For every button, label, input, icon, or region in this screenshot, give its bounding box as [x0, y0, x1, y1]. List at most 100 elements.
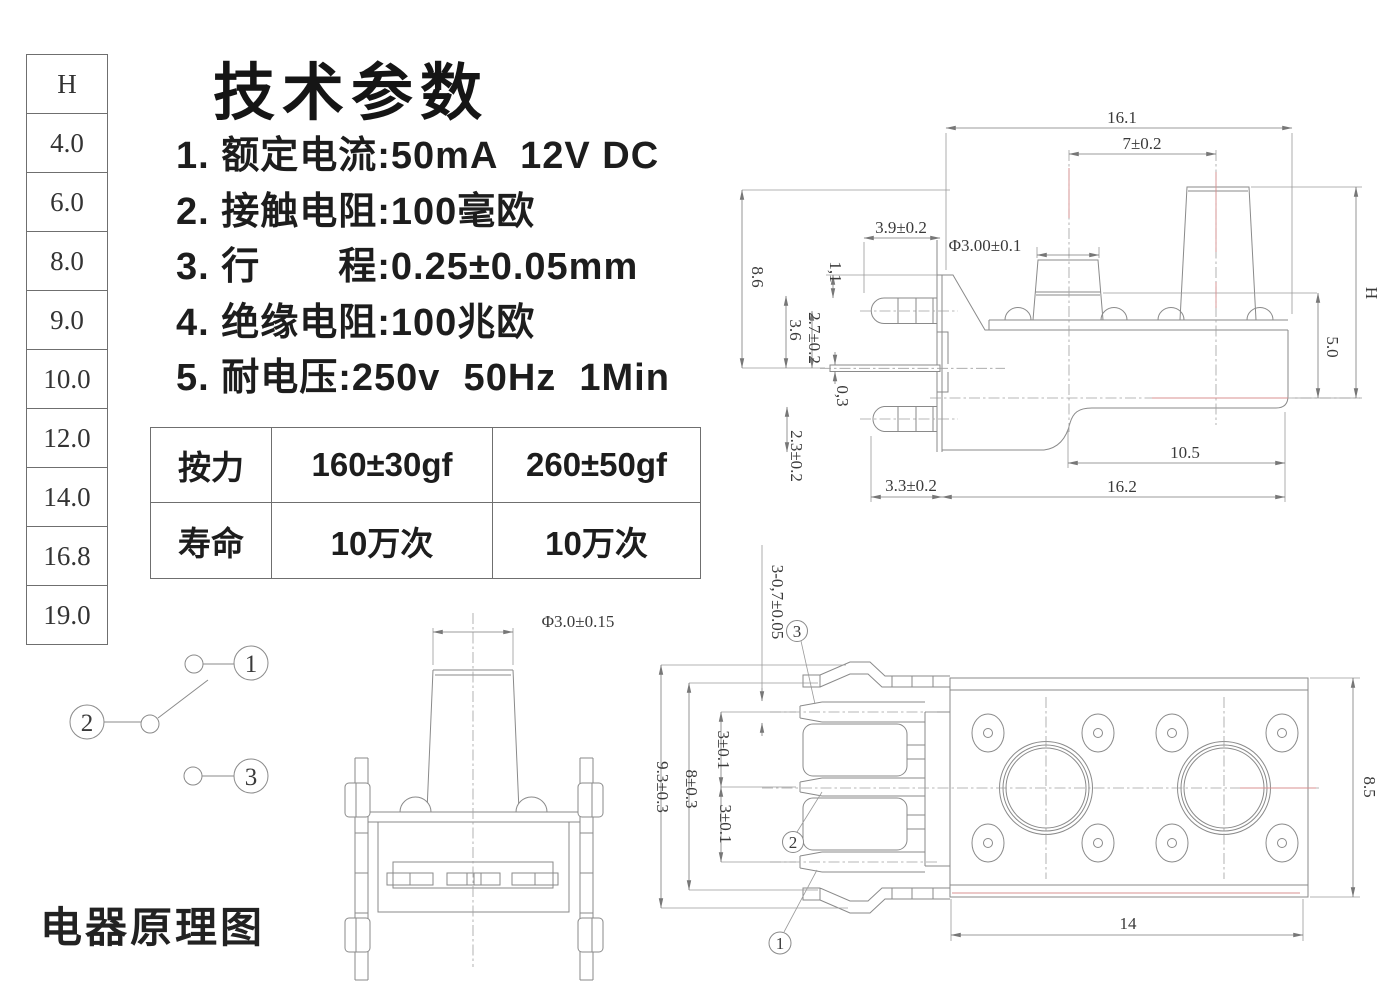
- terminal-circle-1: [233, 645, 269, 681]
- bottom-base: [949, 677, 1309, 898]
- terminal-balloons: 3 2 1: [768, 620, 823, 955]
- dim-text-8-5: 8.5: [1360, 776, 1379, 797]
- schematic-caption: 电器原理图: [40, 906, 266, 952]
- force-value-1: 160±30gf: [272, 428, 493, 503]
- dim-text-0-3: 0,3: [833, 385, 852, 406]
- bottom-corner-holes: [971, 713, 1299, 863]
- h-table-row: 8.0: [27, 232, 107, 291]
- balloon-2: [782, 831, 804, 853]
- dim-text-H: H: [1362, 287, 1381, 299]
- bottom-witness-lines: [661, 545, 1360, 941]
- bottom-slot-lower: [802, 797, 908, 851]
- dim-text-dia3: Φ3.00±0.1: [949, 236, 1022, 255]
- dim-text-9-3: 9.3±0.3: [653, 761, 672, 813]
- dim-text-3-3: 3.3±0.2: [885, 476, 937, 495]
- dim-text-3-9: 3.9±0.2: [875, 218, 927, 237]
- spec-item-2: 2. 接触电阻:100毫欧: [176, 190, 536, 233]
- dim-text-2-3: 2.3±0.2: [787, 430, 806, 482]
- side-bracket: [936, 240, 943, 452]
- front-dome-left: [399, 796, 432, 813]
- height-options-table: H 4.0 6.0 8.0 9.0 10.0 12.0 14.0 16.8 19…: [26, 54, 108, 645]
- balloon-2-label: 2: [789, 833, 798, 852]
- terminal-1-label: 1: [245, 651, 258, 678]
- front-bracket-left: [354, 757, 369, 981]
- schematic-wires: [104, 663, 234, 777]
- page-title: 技术参数: [213, 59, 490, 128]
- side-small-boss: [1032, 259, 1104, 321]
- front-body: [377, 822, 570, 913]
- front-bracket-right: [579, 757, 594, 981]
- side-centerline-accents: [1068, 168, 1288, 399]
- spec-list: 1. 额定电流:50mA 12V DC 2. 接触电阻:100毫欧 3. 行 程…: [176, 124, 776, 402]
- front-contact-details: [386, 872, 559, 886]
- h-table-row: 16.8: [27, 527, 107, 586]
- force-label: 按力: [151, 428, 272, 503]
- spec-item-3: 3. 行 程:0.25±0.05mm: [176, 246, 639, 288]
- front-tab-dividers: [355, 783, 593, 952]
- dim-text-10-5: 10.5: [1170, 443, 1200, 462]
- h-table-header: H: [27, 55, 107, 114]
- life-label: 寿命: [151, 503, 272, 578]
- life-value-1: 10万次: [272, 503, 493, 578]
- dim-text-0-7: 3-0,7±0.05: [768, 565, 787, 640]
- dim-text-16-1: 16.1: [1107, 108, 1137, 127]
- front-view-drawing: Φ3.0±0.15: [344, 612, 615, 981]
- front-tab: [344, 917, 371, 953]
- dim-text-8-6: 8.6: [748, 266, 767, 287]
- force-life-table: 按力 160±30gf 260±50gf 寿命 10万次 10万次: [150, 427, 701, 579]
- spec-item-4: 4. 绝缘电阻:100兆欧: [176, 301, 536, 344]
- side-centerlines: [820, 150, 1360, 432]
- front-stem: [426, 669, 520, 812]
- bottom-prong-middle: [799, 777, 925, 797]
- dim-text-dia3-front: Φ3.0±0.15: [542, 612, 615, 631]
- force-value-2: 260±50gf: [493, 428, 700, 503]
- terminal-3-label: 3: [245, 764, 258, 791]
- bottom-strap-top: [802, 661, 950, 688]
- side-witness-lines: [742, 133, 1362, 502]
- side-view-drawing: 16.1 7±0.2 3.9±0.2 Φ3.00±0.1 8.6 3.6 2.7…: [739, 108, 1381, 502]
- terminal-2-label: 2: [81, 710, 94, 737]
- side-ref-lines: [742, 189, 1317, 294]
- dim-text-2-7: 2.7±0.2: [805, 312, 824, 364]
- life-value-2: 10万次: [545, 524, 648, 562]
- balloon-3: [786, 620, 808, 642]
- front-tab: [577, 917, 604, 953]
- front-tab: [344, 782, 371, 818]
- h-table-row: 12.0: [27, 409, 107, 468]
- bottom-prong-top: [799, 701, 925, 723]
- front-tab: [577, 782, 604, 818]
- dim-text-14: 14: [1120, 914, 1138, 933]
- balloon-3-label: 3: [793, 622, 802, 641]
- h-table-row: 10.0: [27, 350, 107, 409]
- circuit-schematic: 1 2 3: [69, 645, 269, 794]
- h-table-row: 6.0: [27, 173, 107, 232]
- front-top-plate: [367, 811, 581, 823]
- dim-text-3a: 3±0.1: [714, 730, 733, 769]
- contact-node: [140, 714, 160, 734]
- h-table-row: 9.0: [27, 291, 107, 350]
- spec-item-1: 1. 额定电流:50mA 12V DC: [176, 135, 660, 177]
- bottom-slot-upper: [802, 723, 908, 777]
- bottom-prong-bottom: [799, 851, 925, 873]
- h-table-row: 19.0: [43, 599, 91, 630]
- bottom-view-drawing: 3-0,7±0.05 9.3±0.3 8±0.3 3±0.1 3±0.1 14 …: [653, 545, 1379, 955]
- side-body-outline: [942, 330, 1289, 451]
- h-table-row: 14.0: [27, 468, 107, 527]
- balloon-1: [768, 931, 792, 955]
- contact-node: [183, 766, 203, 786]
- dim-text-3-6: 3.6: [786, 319, 805, 340]
- dim-text-1-1: 1,1: [826, 261, 845, 282]
- dim-text-3b: 3±0.1: [716, 804, 735, 843]
- side-plate: [937, 274, 1288, 331]
- side-stem: [1179, 186, 1257, 321]
- side-bracket-notch: [937, 331, 949, 393]
- dim-text-5-0: 5.0: [1323, 336, 1342, 357]
- h-table-row: 4.0: [27, 114, 107, 173]
- bottom-centerlines: [762, 697, 1320, 879]
- contact-node: [184, 654, 204, 674]
- dim-text-7: 7±0.2: [1122, 134, 1161, 153]
- front-mount-tabs: [344, 782, 604, 953]
- bottom-centerline-accents: [952, 787, 1316, 894]
